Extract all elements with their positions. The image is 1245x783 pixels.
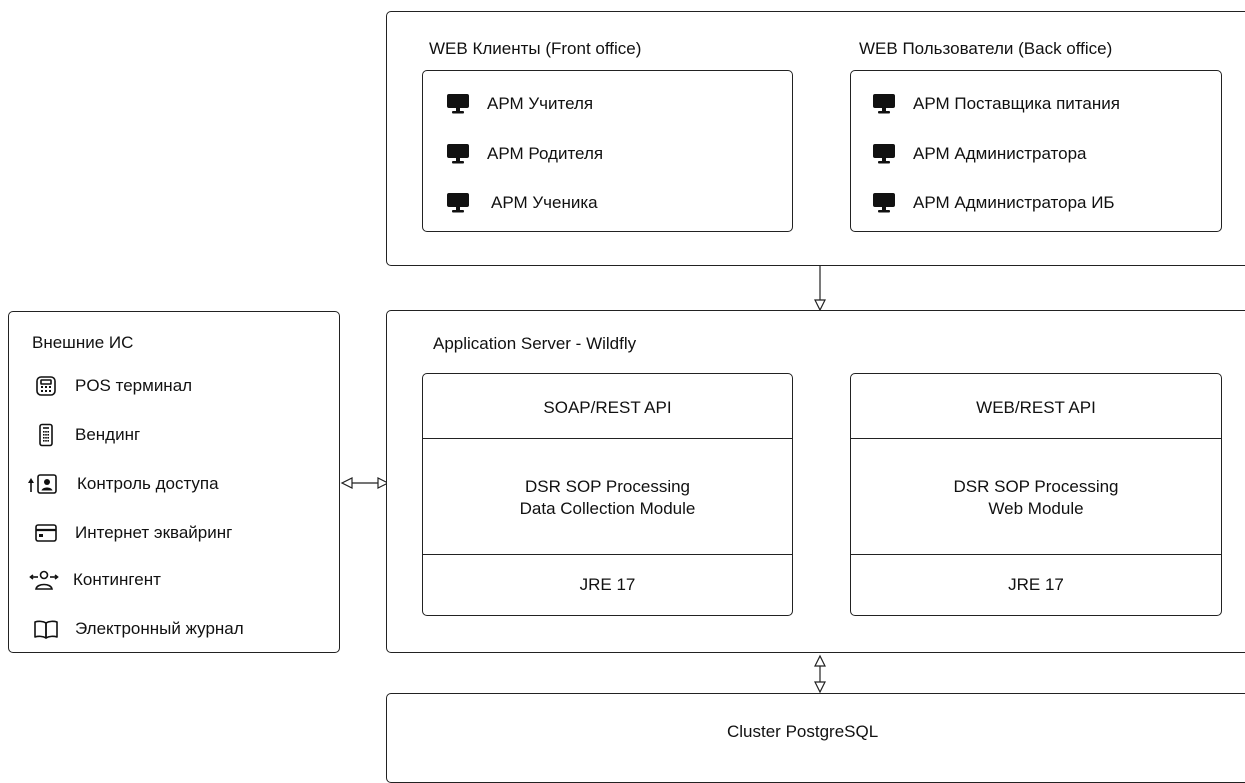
list-item-access-control: Контроль доступа xyxy=(27,473,219,495)
module-name-line1: DSR SOP Processing xyxy=(524,477,691,496)
module-runtime-label: JRE 17 xyxy=(579,575,636,594)
divider xyxy=(423,554,792,555)
list-item-label: АРМ Администратора xyxy=(913,144,1087,163)
module-name-line2: Data Collection Module xyxy=(519,499,696,518)
people-icon xyxy=(29,569,59,591)
list-item-label: Интернет эквайринг xyxy=(75,523,233,542)
web-users-title: WEB Пользователи (Back office) xyxy=(859,39,1113,58)
list-item-label: Вендинг xyxy=(75,425,141,444)
list-item-label: АРМ Учителя xyxy=(487,94,594,113)
module-api-label: SOAP/REST API xyxy=(543,398,672,417)
data-collection-module-box: SOAP/REST API DSR SOP Processing Data Co… xyxy=(422,373,793,616)
divider xyxy=(851,438,1221,439)
front-office-box: АРМ Учителя АРМ Родителя АРМ Ученика xyxy=(422,70,793,232)
list-item-vending: Вендинг xyxy=(33,423,141,447)
book-icon xyxy=(33,618,59,640)
arrowhead-down xyxy=(814,299,826,312)
list-item-electronic-journal: Электронный журнал xyxy=(33,618,244,640)
monitor-icon xyxy=(445,93,471,115)
external-systems-box: Внешние ИС POS терминал xyxy=(8,311,340,653)
arrowhead-right xyxy=(377,477,390,489)
module-runtime-label: JRE 17 xyxy=(1008,575,1064,594)
list-item-label: АРМ Ученика xyxy=(491,193,598,212)
web-clients-title: WEB Клиенты (Front office) xyxy=(429,39,642,58)
list-item-label: Электронный журнал xyxy=(75,619,244,638)
connectors-layer xyxy=(340,266,826,694)
list-item-teacher: АРМ Учителя xyxy=(445,93,593,115)
module-name-line1: DSR SOP Processing xyxy=(953,477,1119,496)
list-item-administrator: АРМ Администратора xyxy=(871,143,1086,165)
postgresql-cluster-title: Cluster PostgreSQL xyxy=(727,722,879,741)
arrowhead-up xyxy=(814,654,826,667)
list-item-student: АРМ Ученика xyxy=(445,192,598,214)
arrowhead-left xyxy=(340,477,353,489)
list-item-label: Контингент xyxy=(73,570,161,589)
credit-card-icon xyxy=(33,522,59,544)
list-item-pos-terminal: POS терминал xyxy=(33,375,192,397)
postgresql-cluster-box: Cluster PostgreSQL xyxy=(386,693,1245,783)
list-item-internet-acquiring: Интернет эквайринг xyxy=(33,522,232,544)
list-item-label: АРМ Родителя xyxy=(487,144,604,163)
list-item-contingent: Контингент xyxy=(29,569,161,591)
monitor-icon xyxy=(871,143,897,165)
module-name-line2: Web Module xyxy=(988,499,1084,518)
list-item-label: Контроль доступа xyxy=(77,474,219,493)
vending-icon xyxy=(33,423,59,447)
web-module-box: WEB/REST API DSR SOP Processing Web Modu… xyxy=(850,373,1222,616)
list-item-label: АРМ Администратора ИБ xyxy=(913,193,1115,212)
monitor-icon xyxy=(445,143,471,165)
list-item-label: АРМ Поставщика питания xyxy=(913,94,1120,113)
list-item-label: POS терминал xyxy=(75,376,193,395)
divider xyxy=(851,554,1221,555)
monitor-icon xyxy=(871,192,897,214)
back-office-box: АРМ Поставщика питания АРМ Администратор… xyxy=(850,70,1222,232)
external-systems-title: Внешние ИС xyxy=(32,333,134,352)
list-item-food-supplier: АРМ Поставщика питания xyxy=(871,93,1120,115)
pos-terminal-icon xyxy=(33,375,59,397)
list-item-parent: АРМ Родителя xyxy=(445,143,603,165)
arrowhead-down xyxy=(814,681,826,694)
divider xyxy=(423,438,792,439)
access-control-icon xyxy=(27,473,59,495)
module-api-label: WEB/REST API xyxy=(976,398,1096,417)
list-item-security-admin: АРМ Администратора ИБ xyxy=(871,192,1115,214)
monitor-icon xyxy=(871,93,897,115)
monitor-icon xyxy=(445,192,471,214)
application-server-title: Application Server - Wildfly xyxy=(433,334,637,353)
